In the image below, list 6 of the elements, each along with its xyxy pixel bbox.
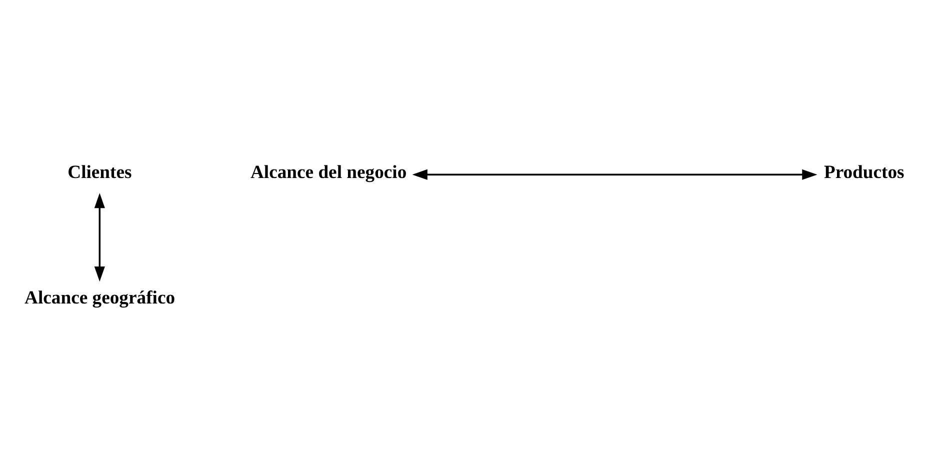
- node-text: Clientes: [68, 161, 132, 182]
- node-text: Alcance del negocio: [250, 161, 407, 182]
- arrow: [94, 192, 105, 282]
- node-text: Productos: [824, 161, 904, 182]
- arrow: [412, 168, 818, 180]
- node-text: Alcance geográfico: [24, 287, 176, 308]
